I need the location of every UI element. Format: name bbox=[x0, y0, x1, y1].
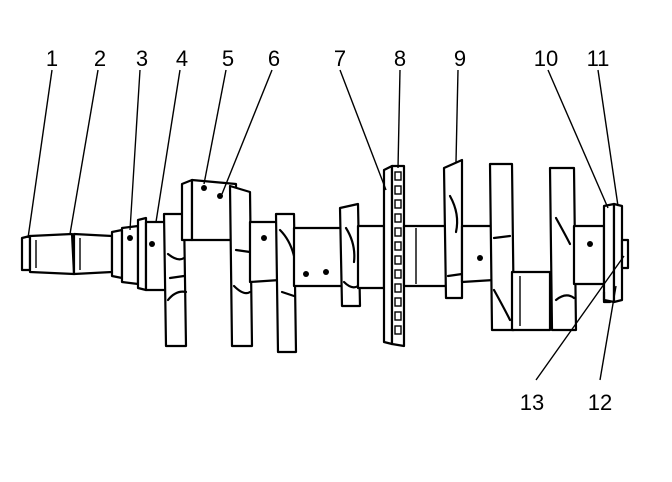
crankpin-2 bbox=[292, 226, 348, 288]
rear-main-journal bbox=[572, 224, 606, 286]
callout-2: 2 bbox=[94, 46, 106, 71]
callout-9: 9 bbox=[454, 46, 466, 71]
crankshaft-nose bbox=[20, 228, 124, 280]
callout-11: 11 bbox=[587, 46, 610, 71]
callout-labels: 1 2 3 4 5 6 7 8 9 10 11 12 13 bbox=[46, 46, 612, 415]
counterweight-4 bbox=[338, 202, 362, 308]
main-journal-2 bbox=[248, 220, 282, 284]
leader-1 bbox=[27, 69, 53, 239]
leader-8 bbox=[397, 69, 401, 169]
leader-6 bbox=[221, 69, 273, 195]
leader-10 bbox=[547, 69, 609, 209]
callout-13: 13 bbox=[520, 390, 544, 415]
counterweight-3 bbox=[274, 212, 298, 354]
front-hub bbox=[120, 216, 170, 292]
callout-7: 7 bbox=[334, 46, 346, 71]
reluctor-ring bbox=[382, 164, 406, 348]
counterweight-6 bbox=[488, 162, 516, 332]
counterweight-2 bbox=[228, 184, 254, 348]
leader-11 bbox=[597, 69, 619, 207]
callout-5: 5 bbox=[222, 46, 234, 71]
callout-4: 4 bbox=[176, 46, 188, 71]
main-journal-4 bbox=[402, 224, 448, 288]
leader-5 bbox=[203, 69, 227, 185]
counterweight-7 bbox=[548, 166, 578, 332]
crankpin-3 bbox=[460, 224, 496, 284]
leader-4 bbox=[155, 69, 181, 223]
leader-3 bbox=[129, 69, 141, 231]
callout-10: 10 bbox=[534, 46, 558, 71]
leader-13 bbox=[535, 255, 625, 381]
callout-3: 3 bbox=[136, 46, 148, 71]
callout-1: 1 bbox=[46, 46, 58, 71]
leader-12 bbox=[599, 285, 617, 381]
crankpin-1 bbox=[180, 178, 238, 242]
counterweight-5 bbox=[442, 158, 464, 300]
callout-12: 12 bbox=[588, 390, 612, 415]
main-journal-3 bbox=[356, 224, 386, 290]
counterweight-1 bbox=[162, 212, 188, 348]
crankshaft-drawing bbox=[20, 158, 630, 354]
leader-7 bbox=[339, 69, 387, 191]
crankpin-4 bbox=[510, 270, 552, 332]
callout-6: 6 bbox=[268, 46, 280, 71]
leader-lines bbox=[27, 69, 625, 381]
callout-8: 8 bbox=[394, 46, 406, 71]
leader-2 bbox=[69, 69, 99, 235]
reluctor-teeth bbox=[394, 171, 402, 335]
leader-9 bbox=[455, 69, 459, 163]
